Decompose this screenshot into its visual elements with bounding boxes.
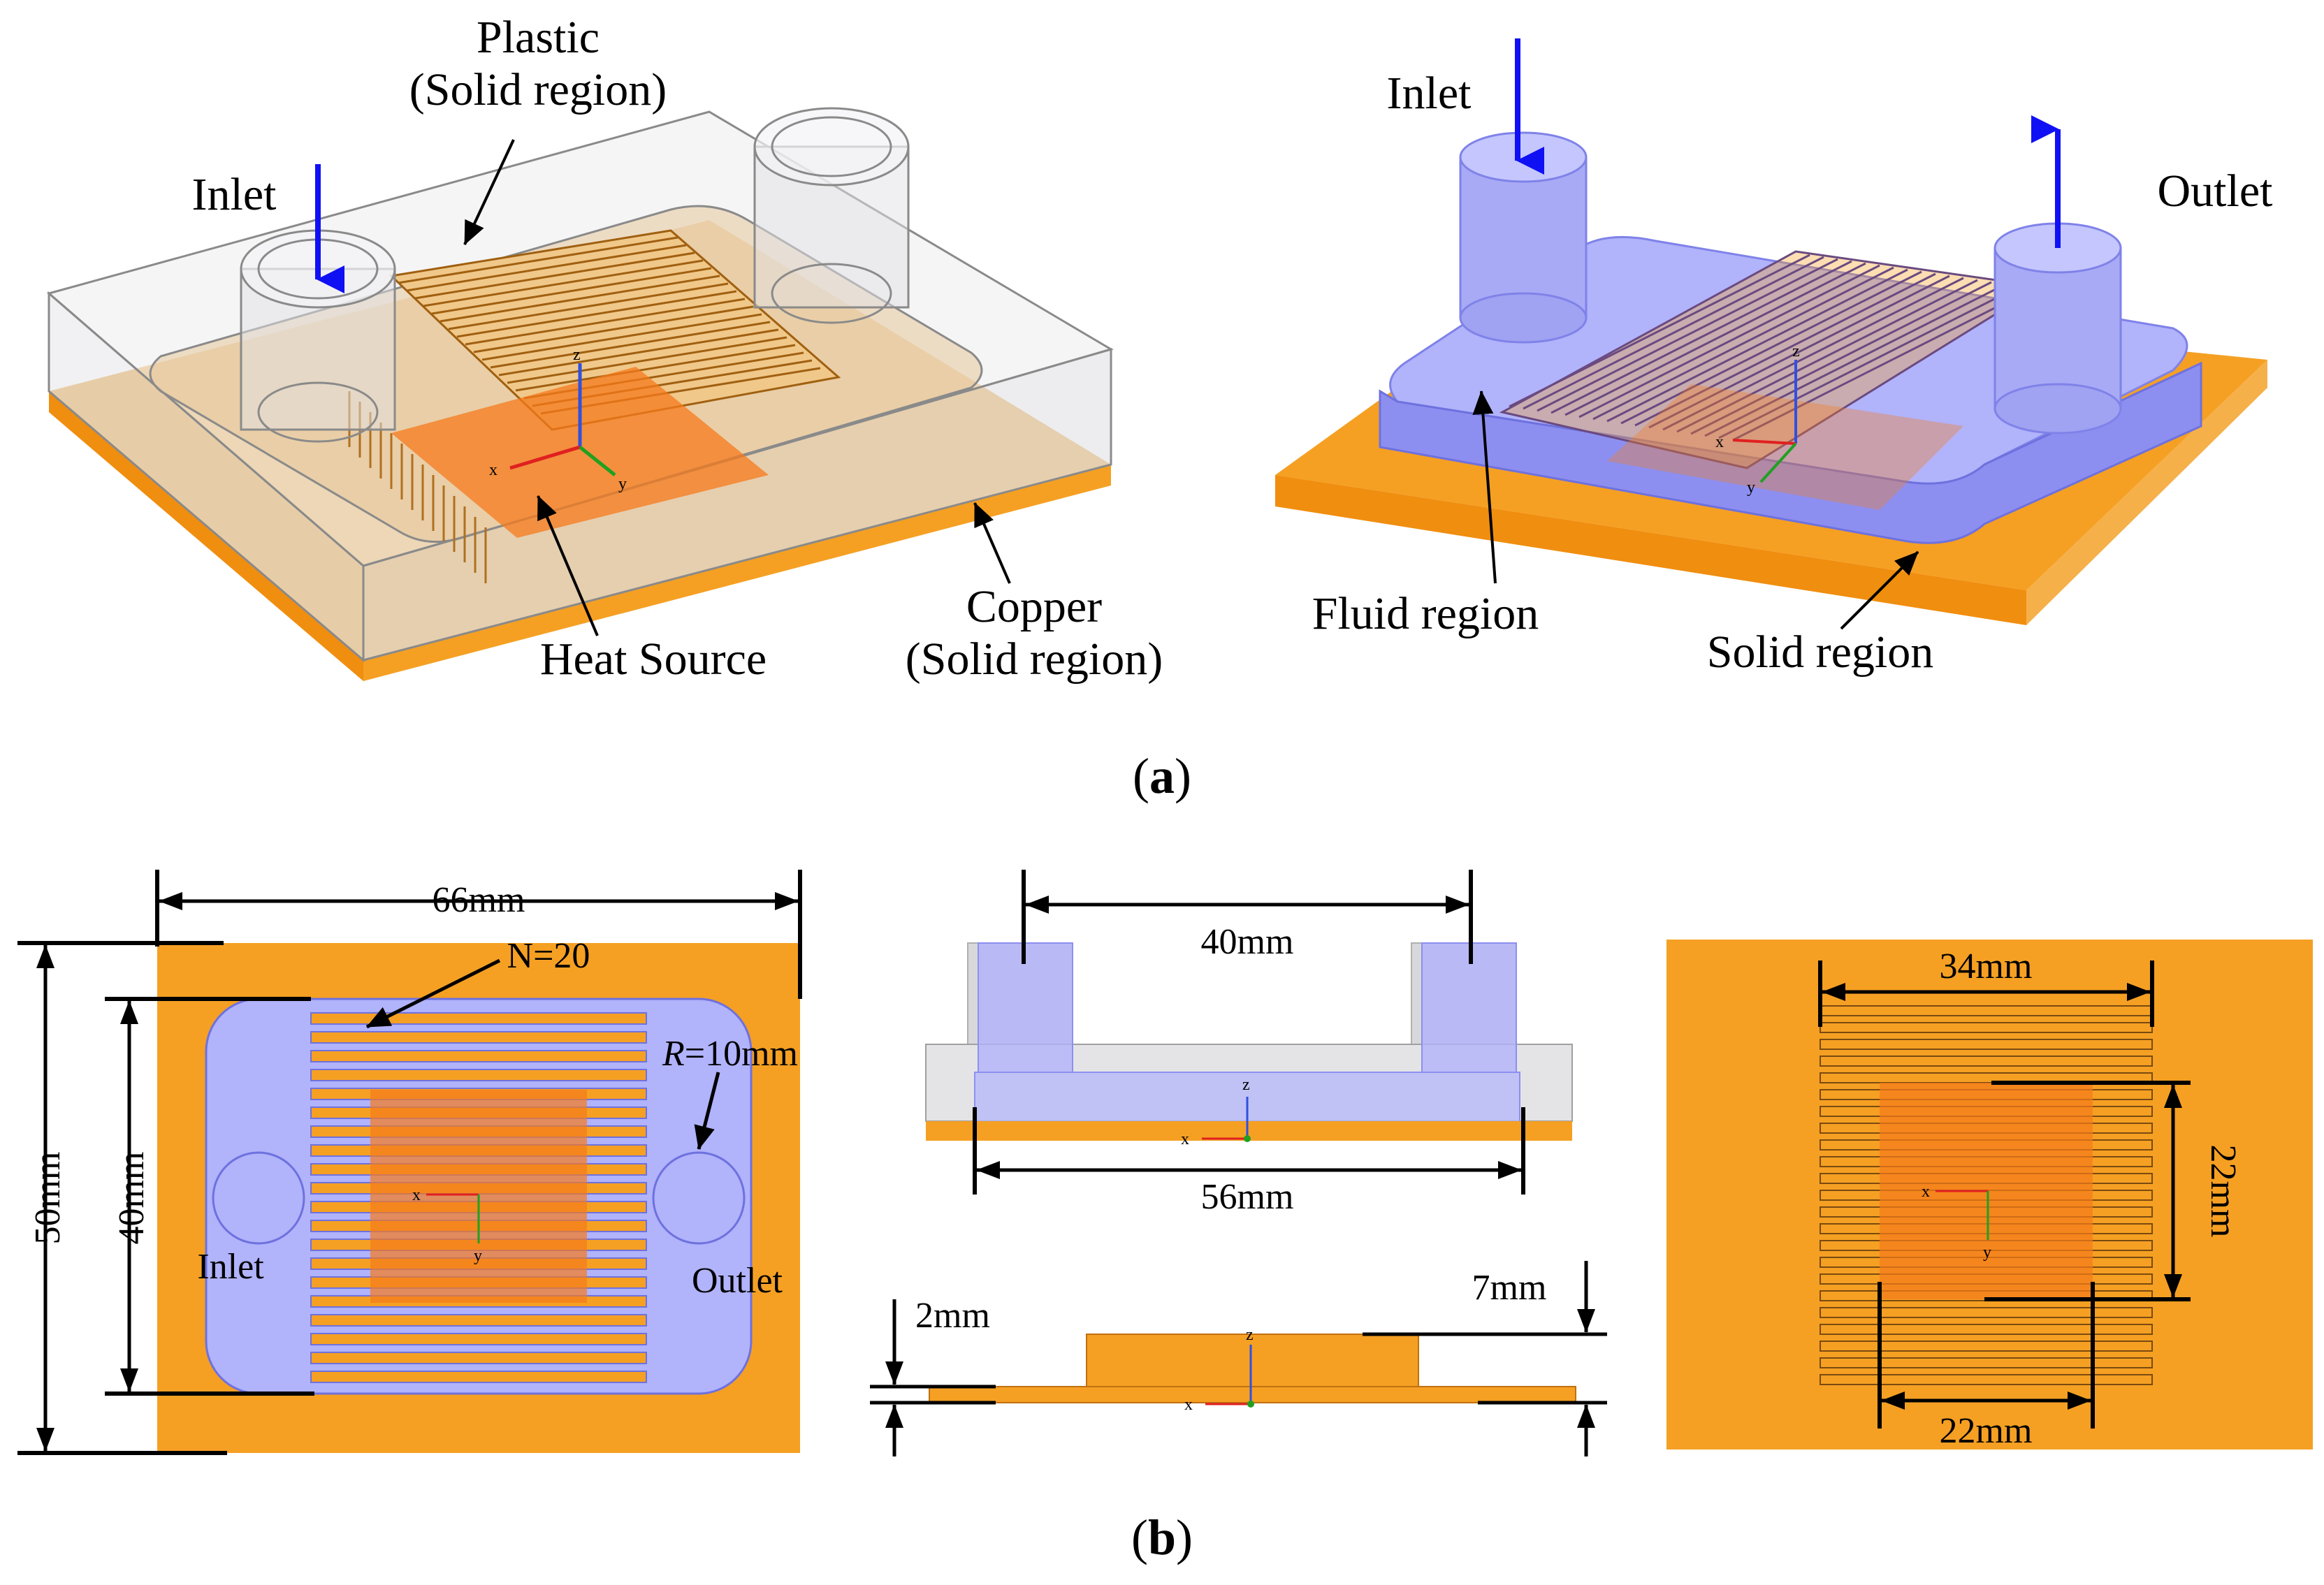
panel-b-front-view: z x 40mm 56mm bbox=[925, 870, 1573, 1217]
heat-source bbox=[391, 367, 769, 538]
dim-width-label: 66mm bbox=[433, 880, 525, 920]
axis-x-label-front: x bbox=[1181, 1130, 1189, 1148]
plastic-region-label: (Solid region) bbox=[409, 64, 667, 115]
axis-y-label: y bbox=[618, 475, 627, 493]
dim-source-height-label: 22mm bbox=[2203, 1145, 2243, 1238]
axis-z-label-front: z bbox=[1242, 1076, 1250, 1094]
solid-region-label: Solid region bbox=[1707, 627, 1934, 678]
heat-source-label: Heat Source bbox=[540, 634, 767, 685]
panel-b-top-view: x y 66mm 50mm 40mm N=20 R=10mm Inlet Out… bbox=[17, 870, 802, 1455]
heat-source-leader bbox=[537, 495, 599, 636]
top-view-inlet-label: Inlet bbox=[197, 1247, 264, 1287]
dim-source-width-label: 22mm bbox=[1940, 1411, 2033, 1451]
outlet-cylinder-right bbox=[1993, 222, 2122, 434]
axis-x-label-right: x bbox=[1715, 433, 1724, 451]
fluid-body-side bbox=[1379, 361, 2202, 544]
inlet-label-right: Inlet bbox=[1387, 68, 1472, 119]
axis-triad-top: x y bbox=[412, 1186, 482, 1265]
copper-region-label: (Solid region) bbox=[906, 634, 1163, 685]
copper-plate-left bbox=[49, 391, 363, 681]
plastic-label: Plastic bbox=[477, 12, 600, 63]
axis-triad-side: z x bbox=[1184, 1326, 1254, 1414]
axis-x-label: x bbox=[489, 461, 498, 479]
axis-triad-right: z x y bbox=[1715, 342, 1800, 497]
copper-plate-front bbox=[363, 465, 1111, 681]
panel-a-right-isometric: z x y Inlet Outlet Fluid region Solid re… bbox=[1275, 38, 2272, 678]
front-view-inlet-cylinder bbox=[978, 942, 1073, 1073]
top-view-inlet-port bbox=[212, 1151, 305, 1245]
axis-z-label-right: z bbox=[1792, 342, 1800, 360]
axis-z-label-side: z bbox=[1246, 1326, 1254, 1344]
dim-height-50-label: 50mm bbox=[28, 1152, 68, 1245]
radius-label: R=10mm bbox=[662, 1034, 798, 1074]
solid-base-right bbox=[2026, 360, 2267, 625]
axis-triad-front: z x bbox=[1181, 1076, 1251, 1148]
fluid-region-label: Fluid region bbox=[1312, 588, 1539, 639]
outlet-label-right: Outlet bbox=[2158, 166, 2273, 217]
panel-a-left-isometric: z x y Plastic (Solid region) Inlet Heat … bbox=[46, 12, 1163, 685]
axis-x-label-side: x bbox=[1184, 1396, 1193, 1414]
front-view-outlet-cylinder bbox=[1421, 942, 1517, 1073]
copper-label: Copper bbox=[966, 581, 1102, 632]
copper-leader bbox=[973, 502, 1011, 584]
axis-y-label-right: y bbox=[1747, 479, 1755, 497]
dim-array-label: 34mm bbox=[1940, 947, 2033, 986]
panel-b-detail-view: x y 34mm 22mm 22mm bbox=[1666, 940, 2313, 1451]
caption-a: (a) bbox=[1133, 748, 1191, 804]
caption-b: (b) bbox=[1131, 1510, 1193, 1565]
dim-length-label: 56mm bbox=[1201, 1177, 1294, 1217]
solid-base-front bbox=[1275, 475, 2026, 625]
inlet-cylinder-right bbox=[1459, 131, 1588, 344]
dim-base-label: 2mm bbox=[915, 1296, 990, 1336]
side-view-base bbox=[929, 1386, 1576, 1403]
solid-region-leader bbox=[1840, 550, 1919, 630]
channel-count-label: N=20 bbox=[507, 936, 590, 976]
top-view-outlet-label: Outlet bbox=[692, 1261, 783, 1301]
dim-height-40-label: 40mm bbox=[112, 1152, 152, 1245]
panel-b-side-view: z x 2mm 7mm bbox=[870, 1261, 1607, 1456]
axis-y-label-detail: y bbox=[1983, 1243, 1991, 1262]
fluid-region-leader bbox=[1472, 390, 1497, 584]
side-view-block bbox=[1086, 1334, 1419, 1387]
heat-source-right bbox=[1607, 384, 1963, 510]
fluid-body-top bbox=[1389, 235, 2188, 485]
dim-height-7-label: 7mm bbox=[1472, 1268, 1547, 1308]
axis-triad-left: z x y bbox=[489, 346, 627, 493]
fin-array bbox=[348, 229, 841, 583]
fluid-channels bbox=[1499, 250, 2044, 469]
axis-triad-detail: x y bbox=[1922, 1183, 1991, 1262]
inlet-label-left: Inlet bbox=[192, 169, 277, 220]
axis-x-label-detail: x bbox=[1922, 1183, 1930, 1201]
plastic-box-left bbox=[48, 291, 365, 663]
top-view-outlet-port bbox=[652, 1151, 746, 1245]
plastic-leader bbox=[463, 139, 515, 245]
axis-x-label-top: x bbox=[412, 1186, 421, 1204]
axis-y-label-top: y bbox=[474, 1247, 482, 1265]
dim-pitch-label: 40mm bbox=[1201, 922, 1294, 962]
outlet-cylinder-left bbox=[753, 107, 910, 324]
axis-z-label: z bbox=[573, 346, 581, 364]
